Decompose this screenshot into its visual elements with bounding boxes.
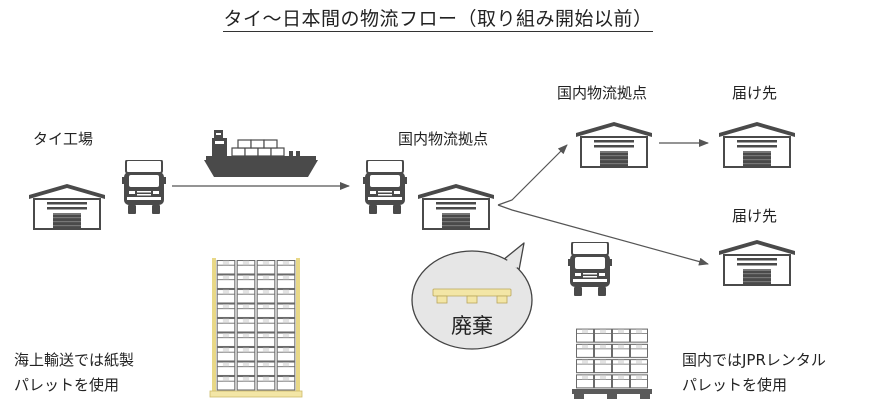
carton	[236, 260, 256, 275]
carton	[276, 361, 296, 376]
paper-pallet-icon	[432, 288, 512, 304]
carton	[576, 374, 594, 389]
rental-pallet-icon	[572, 389, 652, 394]
carton	[216, 361, 236, 376]
carton	[256, 347, 276, 362]
carton	[276, 347, 296, 362]
carton	[276, 376, 296, 391]
carton	[630, 359, 648, 374]
label-thai-factory: タイ工場	[33, 130, 94, 148]
carton	[256, 274, 276, 289]
carton	[236, 332, 256, 347]
carton	[216, 260, 236, 275]
carton	[630, 343, 648, 358]
carton	[276, 318, 296, 333]
carton	[594, 328, 612, 343]
carton	[216, 318, 236, 333]
warehouse-icon	[575, 121, 653, 168]
carton	[576, 343, 594, 358]
warehouse-icon	[718, 239, 796, 286]
carton	[216, 376, 236, 391]
discard-speech-bubble	[411, 242, 533, 350]
carton	[256, 289, 276, 304]
box-stack-icon	[209, 258, 303, 398]
box-stack-icon	[572, 328, 652, 399]
note-domestic-line-2: パレットを使用	[682, 376, 788, 394]
note-sea-line-1: 海上輸送では紙製	[14, 351, 135, 369]
arrow-to-hub-2	[497, 144, 568, 206]
truck-icon	[122, 160, 166, 214]
carton	[612, 328, 630, 343]
title-text: タイ〜日本間の物流フロー（取り組み開始以前）	[223, 8, 653, 32]
carton	[276, 274, 296, 289]
carton	[216, 332, 236, 347]
page-title: タイ〜日本間の物流フロー（取り組み開始以前）	[0, 4, 876, 32]
carton	[236, 274, 256, 289]
truck-icon	[568, 242, 612, 296]
label-domestic-hub-2: 国内物流拠点	[557, 84, 648, 102]
carton	[256, 303, 276, 318]
carton	[576, 328, 594, 343]
warehouse-icon	[718, 121, 796, 168]
carton	[612, 343, 630, 358]
carton	[256, 376, 276, 391]
carton	[256, 318, 276, 333]
bubble-label: 廃棄	[451, 314, 493, 338]
carton	[594, 359, 612, 374]
label-destination-2: 届け先	[732, 207, 778, 225]
truck-icon	[363, 160, 407, 214]
note-sea-transport: 海上輸送では紙製 パレットを使用	[14, 348, 134, 398]
carton	[256, 260, 276, 275]
carton	[236, 361, 256, 376]
label-destination-1: 届け先	[732, 84, 778, 102]
carton	[236, 289, 256, 304]
carton	[256, 361, 276, 376]
carton	[630, 374, 648, 389]
carton	[276, 332, 296, 347]
carton	[236, 347, 256, 362]
carton	[236, 303, 256, 318]
carton	[216, 303, 236, 318]
carton	[612, 374, 630, 389]
carton	[276, 303, 296, 318]
note-domestic-line-1: 国内ではJPRレンタル	[682, 351, 826, 369]
label-domestic-hub-1: 国内物流拠点	[398, 130, 489, 148]
carton	[276, 289, 296, 304]
arrow-to-destination-2	[497, 204, 709, 266]
carton	[576, 359, 594, 374]
carton	[216, 347, 236, 362]
carton	[276, 260, 296, 275]
warehouse-icon	[28, 183, 106, 230]
note-sea-line-2: パレットを使用	[14, 376, 120, 394]
carton	[216, 289, 236, 304]
carton	[236, 318, 256, 333]
note-domestic-transport: 国内ではJPRレンタル パレットを使用	[682, 348, 826, 398]
warehouse-icon	[417, 183, 495, 230]
ship-icon	[204, 130, 318, 177]
carton	[612, 359, 630, 374]
carton	[594, 374, 612, 389]
carton	[236, 376, 256, 391]
carton	[630, 328, 648, 343]
carton	[594, 343, 612, 358]
carton	[216, 274, 236, 289]
carton	[256, 332, 276, 347]
